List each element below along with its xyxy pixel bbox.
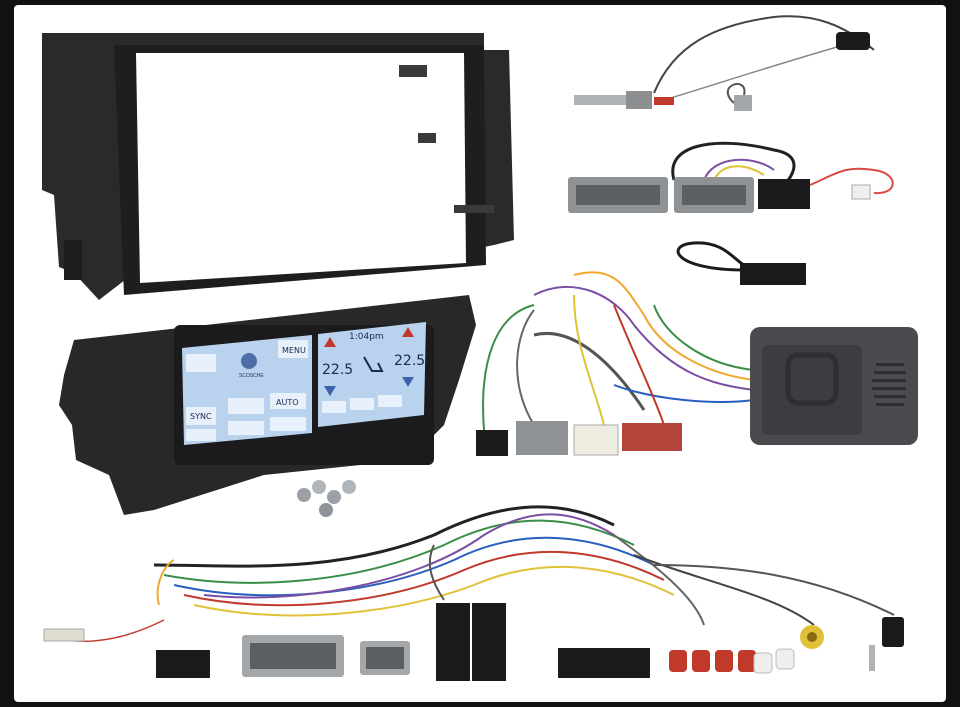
product-photo: MENU SYNC AUTO 1:04pm 22.5 22.5 SC — [14, 5, 946, 702]
install-kit-illustration: MENU SYNC AUTO 1:04pm 22.5 22.5 SC — [42, 15, 918, 681]
small-loop-connector — [676, 241, 806, 285]
brand-text: SCOSCHE — [239, 373, 264, 379]
climate-control-panel: MENU SYNC AUTO 1:04pm 22.5 22.5 SC — [59, 295, 476, 515]
speaker-grille — [872, 363, 906, 406]
menu-label: MENU — [282, 346, 306, 355]
right-temp-display: 22.5 — [394, 353, 425, 369]
brand-logo-icon — [785, 352, 839, 406]
harness-connectors — [43, 603, 904, 681]
clock-display: 1:04pm — [349, 332, 384, 342]
up-arrow-icon — [324, 337, 336, 347]
dash-fascia-frame — [42, 33, 514, 300]
down-arrow-icon — [324, 386, 336, 396]
right-touch-screen: 1:04pm 22.5 22.5 — [318, 322, 426, 427]
harness-grey-connectors — [568, 141, 894, 213]
left-temp-display: 22.5 — [322, 362, 353, 378]
fan-icon — [350, 398, 374, 410]
steering-interface-module — [476, 271, 918, 456]
antenna-adapter — [574, 15, 875, 111]
brand-logo-icon — [241, 353, 257, 369]
main-iso-harness — [43, 505, 895, 642]
seat-icon — [363, 356, 384, 372]
up-arrow-icon — [402, 327, 414, 337]
down-arrow-icon — [402, 377, 414, 387]
left-touch-screen: MENU SYNC AUTO — [182, 335, 312, 445]
mounting-screws — [297, 480, 356, 517]
auto-label: AUTO — [276, 398, 299, 407]
sync-label: SYNC — [190, 412, 212, 421]
